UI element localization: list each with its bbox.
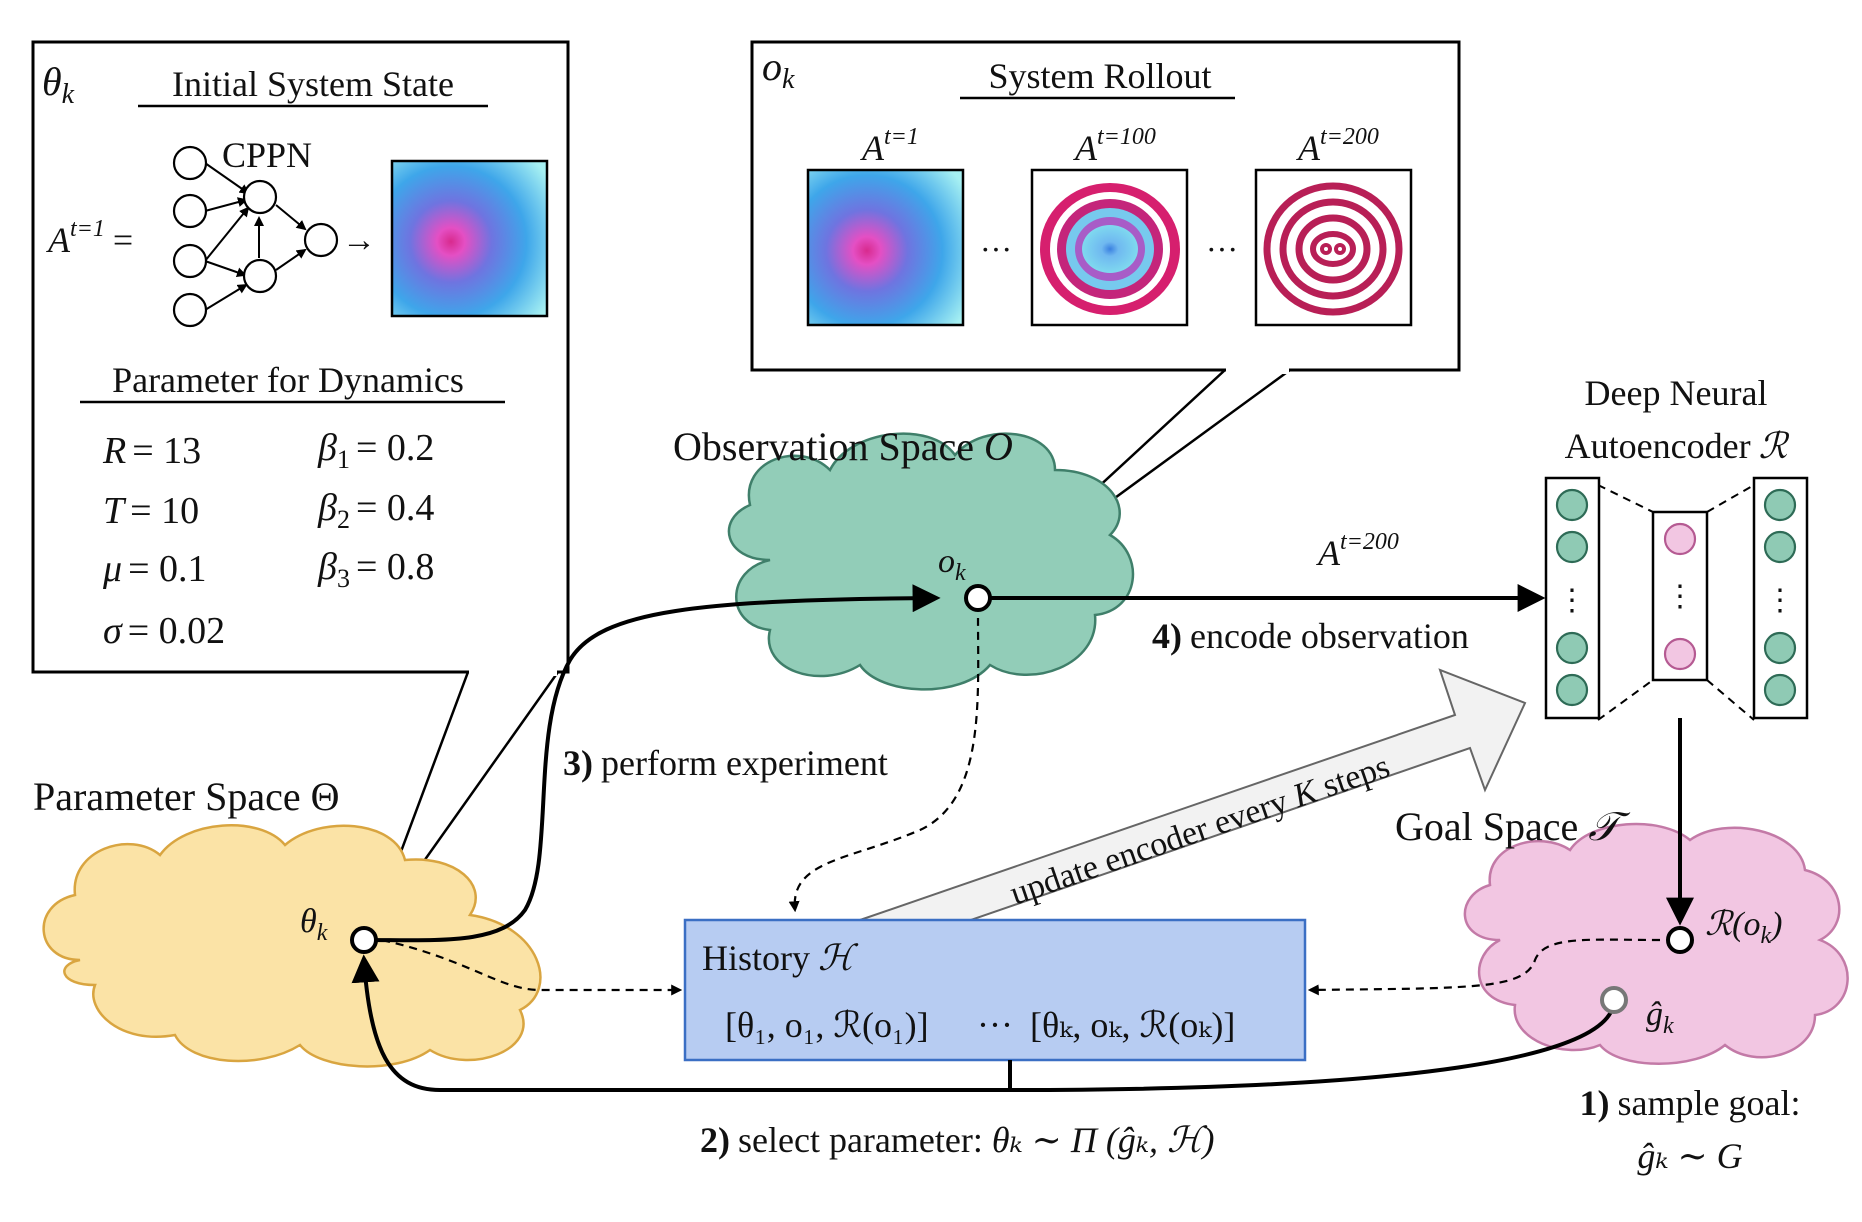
param-t: T= 10 (103, 490, 199, 532)
encode-observation-label: 4)encode observation (1152, 616, 1469, 656)
decoder-output-dots: ⋮ (1765, 584, 1795, 617)
param-beta1: β1= 0.2 (317, 427, 434, 474)
initial-state-image (390, 159, 549, 318)
parameter-list: R= 13 T= 10 μ= 0.1 σ= 0.02 β1= 0.2 β2= 0… (102, 427, 434, 652)
parameter-box-corner-label: θk (42, 59, 75, 110)
autoencoder-connections (1597, 484, 1755, 721)
perform-experiment-label: 3)perform experiment (563, 743, 888, 783)
decoder-output-node (1763, 488, 1797, 522)
init-equation: At=1= (46, 216, 133, 260)
history-entry-first: [θ₁, o₁, ℛ(o₁)] (725, 1005, 929, 1045)
select-parameter-label: 2)select parameter: θₖ ∼ Π (ĝₖ, ℋ) (700, 1120, 1215, 1160)
rollout-corner-label: ok (762, 44, 795, 95)
frame-200-pattern (1263, 182, 1403, 316)
perform-experiment-arrow (363, 584, 941, 943)
encode-observation-formula: At=200 (1316, 529, 1399, 573)
latent-dots: ⋮ (1665, 580, 1695, 613)
param-beta3: β3= 0.8 (317, 546, 434, 593)
cppn-label: CPPN (222, 135, 312, 175)
cppn-output-arrow: → (342, 222, 376, 259)
frame-100-label: At=100 (1073, 124, 1156, 168)
cppn-nodes (172, 145, 339, 328)
parameter-point-label: θk (300, 903, 328, 946)
history-entry-last: [θₖ, oₖ, ℛ(oₖ)] (1030, 1005, 1235, 1045)
encoder-input-node (1555, 673, 1589, 707)
observation-space-cloud (727, 432, 1135, 691)
frame-1-image (806, 168, 965, 327)
encoder-input-node (1555, 530, 1589, 564)
flow-arrows (351, 584, 1694, 1092)
encoder-input-node (1555, 631, 1589, 665)
update-encoder-label: update encoder every K steps (1006, 748, 1395, 913)
observation-point-label: ok (938, 543, 966, 586)
dynamics-title: Parameter for Dynamics (112, 360, 464, 400)
param-r: R= 13 (102, 430, 201, 472)
frame-100-pattern (1040, 183, 1180, 315)
param-sigma: σ= 0.02 (103, 610, 225, 652)
param-beta2: β2= 0.4 (317, 487, 434, 534)
cppn-network (204, 162, 307, 311)
observation-point (964, 584, 992, 612)
parameter-to-history-arrow (381, 938, 683, 996)
observation-to-history-arrow (788, 617, 980, 913)
embedding-point-label: ℛ(ok) (1705, 906, 1782, 949)
embedding-point (1666, 926, 1694, 954)
encoder-input-node (1555, 488, 1589, 522)
select-parameter-arrow (351, 954, 1616, 1092)
sample-goal-formula: ĝₖ ∼ G (1637, 1136, 1742, 1176)
embedding-to-history-arrow (1307, 938, 1661, 996)
sampled-goal-point (1600, 986, 1628, 1014)
history-ellipsis: ··· (977, 1005, 1013, 1045)
rollout-callout: ok System Rollout At=1 At=100 At=200 ···… (750, 40, 1461, 600)
frame-ellipsis-1: ··· (980, 231, 1012, 267)
parameter-space-cloud (42, 824, 542, 1068)
decoder-output-node (1763, 530, 1797, 564)
frame-200-image (1254, 168, 1413, 327)
rollout-pointer-gap-mask (1226, 366, 1289, 374)
parameter-point (350, 926, 378, 954)
sampled-goal-label: ĝk (1646, 996, 1674, 1039)
decoder-output-node (1763, 631, 1797, 665)
pointer-gap-mask (469, 668, 557, 676)
initial-state-title: Initial System State (172, 64, 454, 104)
history-box-rect (683, 918, 1307, 1062)
latent-node (1663, 637, 1697, 671)
parameter-box (31, 40, 570, 674)
sample-goal-label: 1)sample goal: (1580, 1083, 1801, 1123)
encoder-input-dots: ⋮ (1557, 584, 1587, 617)
param-mu: μ= 0.1 (102, 548, 207, 590)
frame-1-label: At=1 (860, 124, 919, 168)
latent-node (1663, 522, 1697, 556)
frame-200-label: At=200 (1296, 124, 1379, 168)
goal-space-cloud (1463, 822, 1849, 1065)
autoencoder-title-line1: Deep Neural (1585, 373, 1768, 413)
frame-ellipsis-2: ··· (1206, 231, 1238, 267)
decoder-output-node (1763, 673, 1797, 707)
parameter-callout: θk Initial System State At=1= CPPN → (31, 40, 570, 941)
rollout-title: System Rollout (988, 56, 1211, 96)
